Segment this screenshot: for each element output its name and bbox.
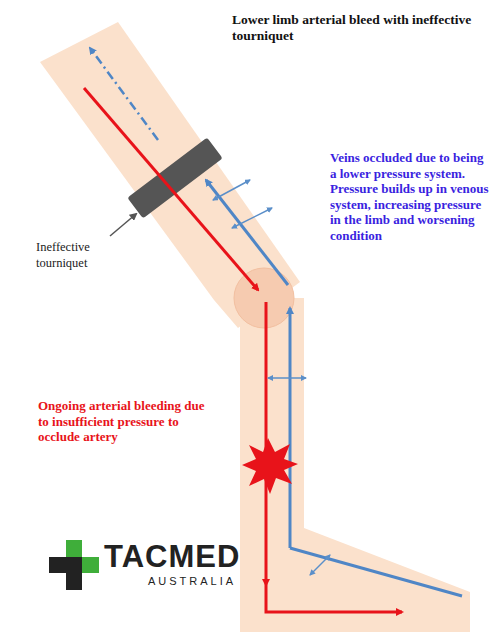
thigh	[40, 22, 300, 328]
leader-line	[110, 214, 136, 236]
logo-wordmark: TACMED	[104, 541, 240, 572]
vein-line	[206, 180, 288, 285]
foot	[240, 528, 470, 632]
bleed-burst	[242, 438, 298, 494]
pressure-arrows	[213, 180, 330, 575]
venous-note: Veins occluded due to being a lower pres…	[330, 150, 492, 244]
logo-cross	[49, 540, 99, 590]
tourniquet	[127, 138, 223, 219]
artery-line	[266, 585, 402, 612]
dashed-vein-line	[90, 48, 158, 140]
tourniquet-label: Ineffective tourniquet	[36, 240, 136, 271]
knee	[234, 268, 294, 328]
lower-leg	[240, 298, 304, 538]
diagram-title: Lower limb arterial bleed with ineffecti…	[232, 12, 472, 44]
arterial-note: Ongoing arterial bleeding due to insuffi…	[38, 398, 208, 445]
vein-line	[289, 308, 292, 548]
artery-line	[84, 88, 258, 290]
vein-line	[290, 548, 462, 596]
logo-subtitle: AUSTRALIA	[148, 576, 236, 587]
